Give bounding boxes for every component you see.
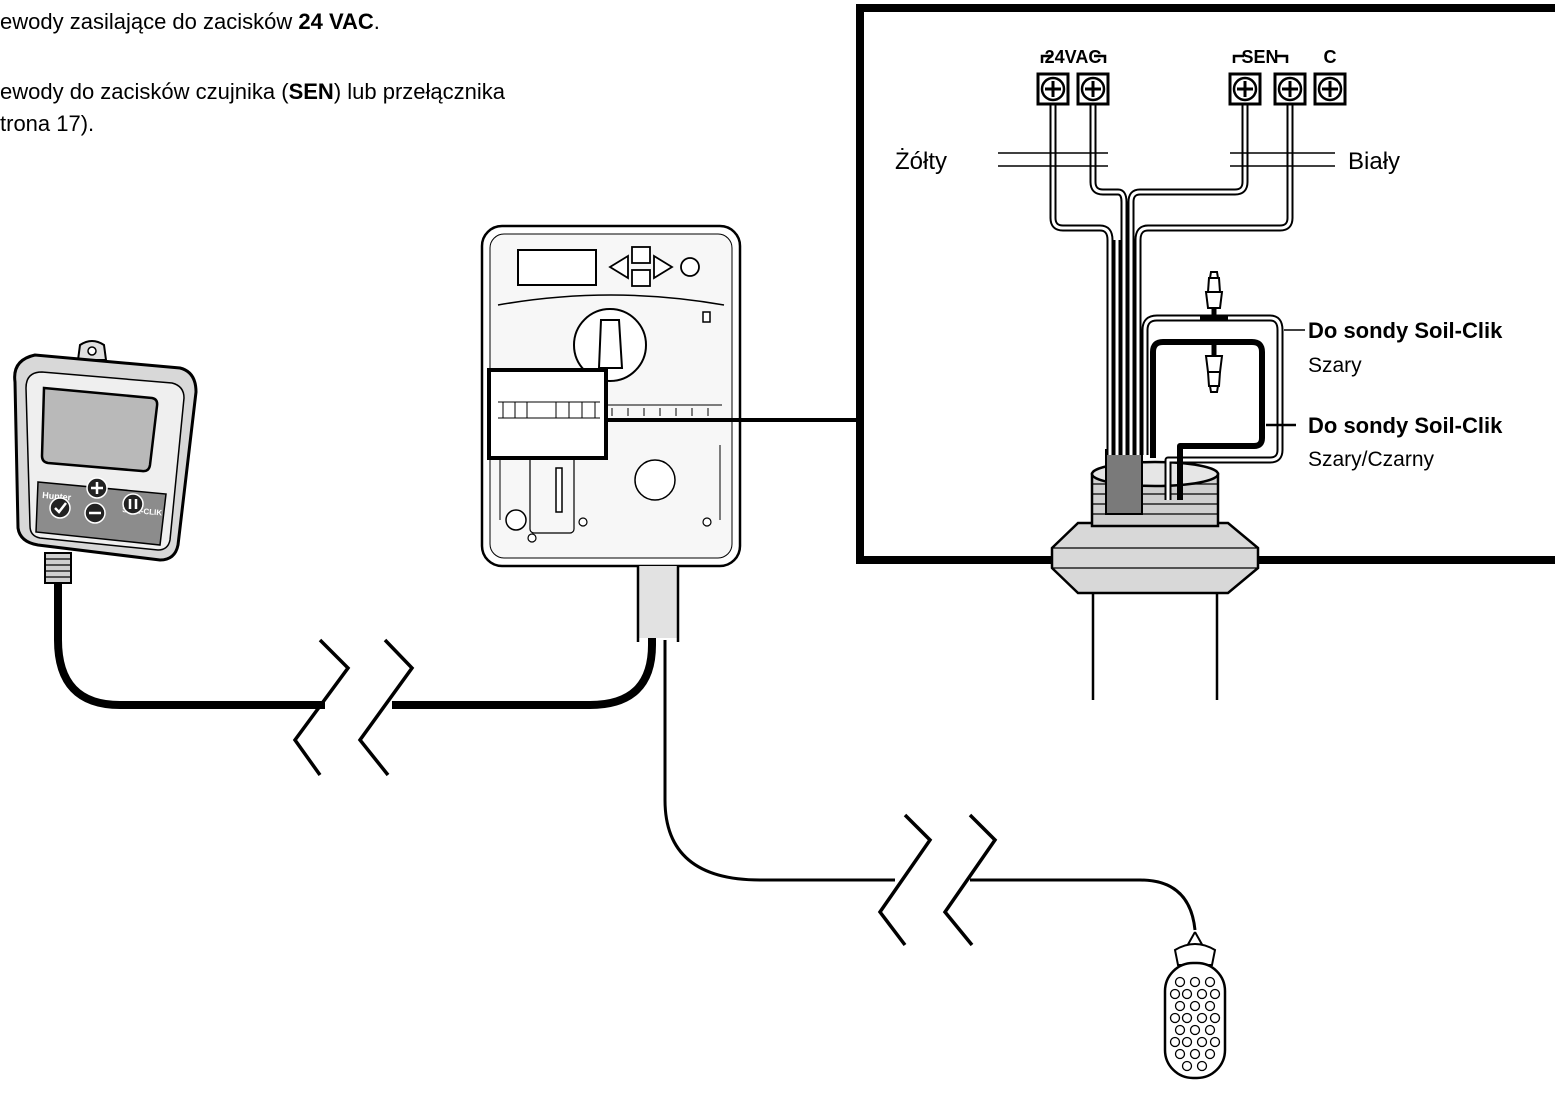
- wiring-detail-panel: 24VAC SEN C Żółty Biały Do sondy Soil-Cl…: [856, 4, 1555, 700]
- wire-label-yellow: Żółty: [895, 148, 947, 175]
- circle-button-icon: [680, 257, 700, 277]
- terminal-screw-icon: [1313, 72, 1347, 106]
- terminal-label-24vac: 24VAC: [1045, 47, 1102, 67]
- probe-cable: [663, 640, 1197, 947]
- instruction-text: ) lub przełącznika: [333, 79, 506, 104]
- program-dial-icon: [573, 308, 647, 382]
- irrigation-controller: [480, 224, 742, 642]
- wire-nut-icon: [1200, 271, 1228, 321]
- instruction-step-2-continued: trona 17).: [0, 110, 94, 139]
- sensor-cable: [54, 570, 656, 777]
- terminal-name: SEN: [288, 79, 334, 104]
- instruction-step-2: ewody do zacisków czujnika (SEN) lub prz…: [0, 78, 505, 107]
- terminal-screw-icon: [1228, 72, 1262, 106]
- conduit-nut: [1050, 521, 1260, 595]
- terminal-name: 24 VAC: [298, 9, 374, 34]
- controller-wire-bundle: [1049, 100, 1294, 455]
- probe-lead-grey-black: [1150, 339, 1265, 500]
- down-button-icon: [631, 269, 651, 287]
- instruction-text: trona 17).: [0, 111, 95, 136]
- probe-lead-1-title: Do sondy Soil-Clik: [1308, 318, 1503, 343]
- probe-lead-1-color: Szary: [1308, 354, 1362, 377]
- minus-button-icon: [84, 502, 106, 524]
- probe-lead-grey: [1141, 314, 1284, 500]
- wire-nut-icon: [1200, 339, 1228, 393]
- right-arrow-button-icon: [653, 254, 674, 280]
- terminal-label-c: C: [1324, 47, 1337, 67]
- probe-lead-2-title: Do sondy Soil-Clik: [1308, 413, 1503, 438]
- terminal-screw-icon: [1076, 72, 1110, 106]
- wire-label-white: Biały: [1348, 148, 1400, 175]
- instruction-text: ewody zasilające do zacisków: [0, 9, 299, 34]
- left-arrow-button-icon: [608, 254, 629, 280]
- terminal-strip-highlight: [487, 368, 608, 460]
- checkmark-button-icon: [49, 497, 71, 519]
- terminal-screw-icon: [1036, 72, 1070, 106]
- cable-strain-relief: [44, 552, 72, 584]
- soil-clik-sensor-device: Hunter SOIL-CLIK: [13, 340, 198, 584]
- probe-lead-2-color: Szary/Czarny: [1308, 448, 1435, 471]
- up-button-icon: [631, 246, 651, 264]
- terminal-label-sen: SEN: [1241, 47, 1278, 67]
- instruction-text: .: [373, 9, 380, 34]
- soil-probe: [1163, 931, 1227, 1080]
- pause-button-icon: [122, 493, 144, 515]
- cable-jacket: [1105, 449, 1143, 515]
- instruction-text: ewody do zacisków czujnika (: [0, 79, 289, 104]
- terminal-screw-icon: [1273, 72, 1307, 106]
- plus-button-icon: [86, 477, 108, 499]
- instruction-step-1: ewody zasilające do zacisków 24 VAC.: [0, 8, 380, 37]
